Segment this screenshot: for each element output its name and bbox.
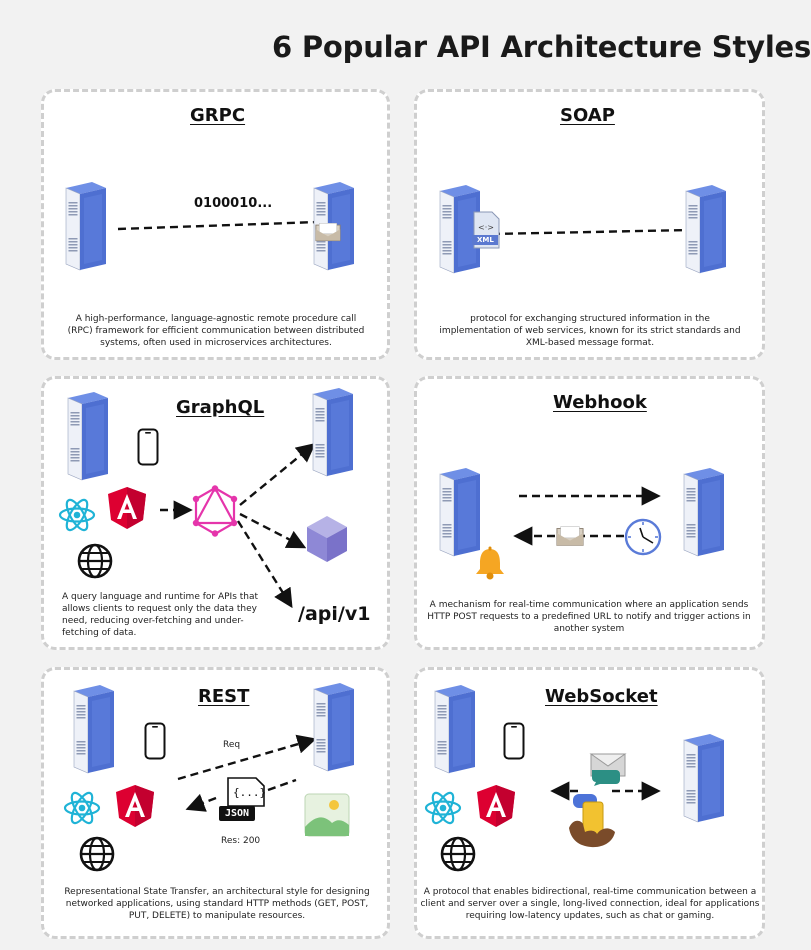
envelope-icon xyxy=(556,525,584,547)
websocket-title: WebSocket xyxy=(545,686,658,707)
api-endpoint-label: /api/v1 xyxy=(298,603,371,625)
smartphone-icon xyxy=(144,722,166,760)
react-icon xyxy=(62,790,102,826)
cube-icon xyxy=(305,514,349,564)
json-badge: JSON xyxy=(219,806,256,821)
soap-description: protocol for exchanging structured infor… xyxy=(439,314,741,348)
hands-phone-icon xyxy=(567,788,617,848)
server-rack-icon xyxy=(62,180,108,272)
request-label: Req xyxy=(223,740,241,750)
react-icon xyxy=(423,790,463,826)
server-rack-icon xyxy=(310,681,356,773)
json-file-icon xyxy=(224,777,266,807)
globe-icon xyxy=(79,836,115,872)
server-rack-icon xyxy=(682,183,728,275)
rest-description: Representational State Transfer, an arch… xyxy=(64,887,370,921)
globe-icon xyxy=(440,836,476,872)
grpc-binary-label: 0100010... xyxy=(194,196,273,211)
page-title: 6 Popular API Architecture Styles xyxy=(272,30,811,64)
server-rack-icon xyxy=(436,466,482,558)
websocket-description: A protocol that enables bidirectional, r… xyxy=(420,887,760,921)
bell-icon xyxy=(474,546,506,580)
globe-icon xyxy=(77,543,113,579)
server-rack-icon xyxy=(680,732,726,824)
server-rack-icon xyxy=(680,466,726,558)
graphql-description: A query language and runtime for APIs th… xyxy=(62,592,259,638)
smartphone-icon xyxy=(137,428,159,466)
json-braces: {...} xyxy=(233,786,267,799)
xml-file-icon xyxy=(472,211,500,249)
grpc-description: A high-performance, language-agnostic re… xyxy=(67,314,365,348)
server-rack-icon xyxy=(64,390,110,482)
graphql-title: GraphQL xyxy=(176,397,265,418)
angular-icon xyxy=(476,784,516,828)
smartphone-icon xyxy=(503,722,525,760)
server-rack-icon xyxy=(309,386,355,478)
response-label: Res: 200 xyxy=(221,836,261,846)
webhook-description: A mechanism for real-time communication … xyxy=(427,600,751,634)
grpc-title: GRPC xyxy=(190,105,246,126)
clock-icon xyxy=(624,518,662,556)
graphql-icon xyxy=(192,485,238,537)
react-icon xyxy=(57,497,97,533)
soap-title: SOAP xyxy=(560,105,615,126)
server-rack-icon xyxy=(431,683,477,775)
angular-icon xyxy=(107,486,147,530)
xml-glyph: <·> xyxy=(478,223,494,232)
image-icon xyxy=(304,793,350,837)
envelope-icon xyxy=(315,222,341,242)
angular-icon xyxy=(115,784,155,828)
server-rack-icon xyxy=(70,683,116,775)
rest-title: REST xyxy=(198,686,250,707)
chat-bubble-icon xyxy=(588,746,628,786)
webhook-title: Webhook xyxy=(553,392,647,413)
xml-label: XML xyxy=(477,236,494,244)
